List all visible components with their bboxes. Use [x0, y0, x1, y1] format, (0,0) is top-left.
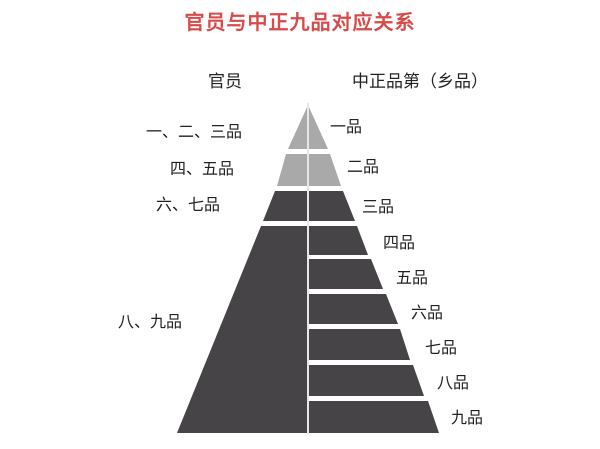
pyramid-left-tier-1 — [288, 105, 308, 149]
zhongzheng-rank-5: 五品 — [396, 268, 429, 287]
header-officials: 官员 — [208, 72, 242, 92]
zhongzheng-rank-6: 六品 — [411, 303, 444, 322]
pyramid-right-tier-5 — [308, 259, 383, 289]
zhongzheng-rank-2: 二品 — [347, 157, 380, 176]
pyramid-left-tier-3 — [263, 191, 308, 221]
official-rank-8-9: 八、九品 — [118, 312, 183, 331]
official-rank-4-5: 四、五品 — [170, 159, 235, 178]
zhongzheng-rank-4: 四品 — [383, 233, 416, 252]
zhongzheng-rank-3: 三品 — [362, 197, 395, 216]
diagram-title: 官员与中正九品对应关系 — [184, 10, 416, 34]
official-rank-1-3: 一、二、三品 — [146, 122, 243, 141]
pyramid-right-tier-6 — [308, 294, 398, 324]
pyramid-right-tier-4 — [308, 226, 368, 255]
pyramid-right-tier-2 — [308, 154, 341, 186]
pyramid-right-tier-8 — [308, 365, 424, 396]
official-rank-6-7: 六、七品 — [156, 195, 221, 214]
zhongzheng-rank-9: 九品 — [451, 408, 484, 427]
zhongzheng-rank-8: 八品 — [437, 373, 470, 392]
pyramid-left-tier-2 — [277, 154, 308, 186]
pyramid-right-tier-9 — [308, 401, 439, 433]
zhongzheng-rank-7: 七品 — [425, 338, 458, 357]
pyramid-right-tier-3 — [308, 191, 355, 221]
pyramid-right-tier-1 — [308, 105, 328, 149]
zhongzheng-rank-1: 一品 — [330, 117, 363, 136]
pyramid-left-tier-4 — [177, 226, 308, 433]
pyramid-right-tier-7 — [308, 329, 410, 360]
header-zhongzheng-ranks: 中正品第（乡品） — [352, 72, 488, 92]
